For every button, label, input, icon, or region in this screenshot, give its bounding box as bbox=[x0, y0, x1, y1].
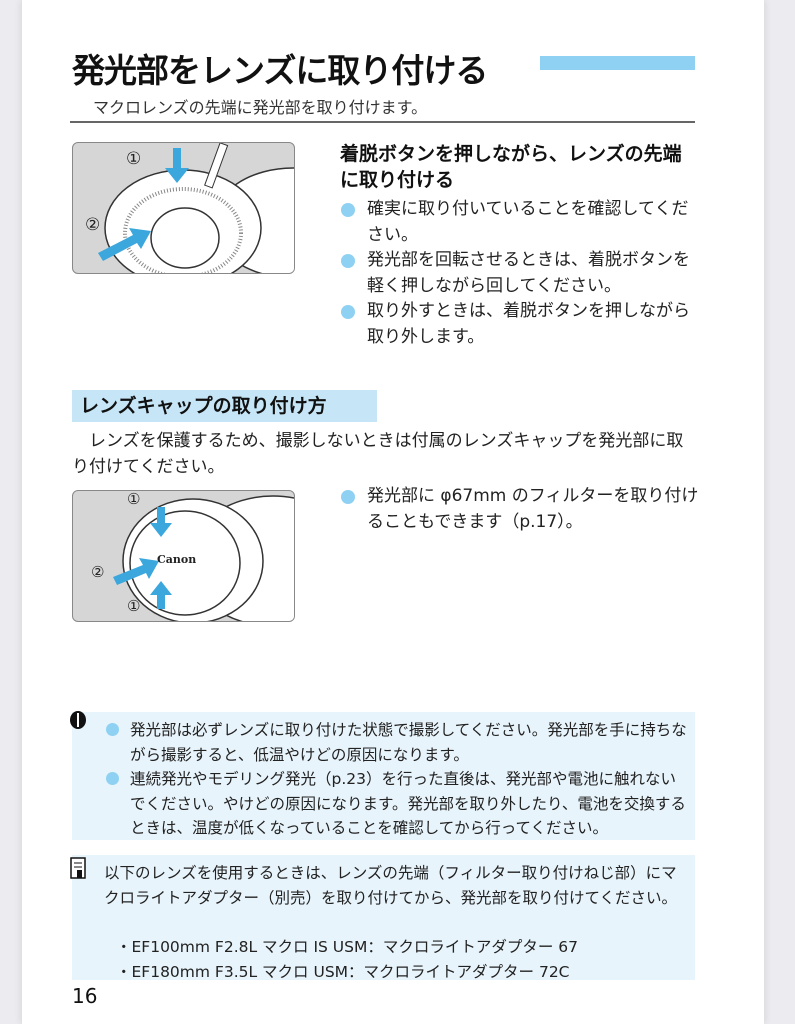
step-bullets: 確実に取り付いていることを確認してください。 発光部を回転させるときは、着脱ボタ… bbox=[340, 197, 700, 350]
caution-item: 発光部は必ずレンズに取り付けた状態で撮影してください。発光部を手に持ちながら撮影… bbox=[104, 718, 689, 767]
note-text: 以下のレンズを使用するときは、レンズの先端（フィルター取り付けねじ部）にマクロラ… bbox=[104, 864, 678, 907]
title-accent-bar bbox=[540, 56, 695, 70]
note-box: 以下のレンズを使用するときは、レンズの先端（フィルター取り付けねじ部）にマクロラ… bbox=[70, 855, 695, 981]
step-label-2: ② bbox=[85, 215, 101, 235]
caution-icon bbox=[70, 711, 86, 729]
illustration-lens-cap: ① ② ① Canon bbox=[72, 490, 295, 622]
caution-box: 発光部は必ずレンズに取り付けた状態で撮影してください。発光部を手に持ちながら撮影… bbox=[70, 711, 695, 841]
step-label-1b: ① bbox=[127, 597, 141, 615]
section-paragraph: レンズを保護するため、撮影しないときは付属のレンズキャップを発光部に取り付けてく… bbox=[72, 431, 684, 477]
step-label-2: ② bbox=[91, 563, 105, 581]
bullet-item: 取り外すときは、着脱ボタンを押しながら取り外します。 bbox=[340, 299, 700, 350]
note-item: ・EF180mm F3.5L マクロ USM：マクロライトアダプター 72C bbox=[116, 962, 570, 981]
note-item: ・EF100mm F2.8L マクロ IS USM：マクロライトアダプター 67 bbox=[116, 938, 579, 956]
canon-logo: Canon bbox=[157, 553, 197, 566]
step-heading: 着脱ボタンを押しながら、レンズの先端に取り付ける bbox=[340, 143, 682, 191]
bullet-item: 確実に取り付いていることを確認してください。 bbox=[340, 197, 700, 248]
bullet-item: 発光部に φ67mm のフィルターを取り付けることもできます（p.17）。 bbox=[340, 484, 700, 535]
page-number: 16 bbox=[72, 984, 98, 1008]
page-title: 発光部をレンズに取り付ける bbox=[72, 51, 488, 90]
section-heading: レンズキャップの取り付け方 bbox=[72, 390, 377, 422]
divider bbox=[70, 121, 695, 123]
lens-cap-illustration bbox=[113, 495, 294, 621]
bullet-item: 発光部を回転させるときは、着脱ボタンを軽く押しながら回してください。 bbox=[340, 248, 700, 299]
step-label-1: ① bbox=[127, 490, 141, 508]
caution-item: 連続発光やモデリング発光（p.23）を行った直後は、発光部や電池に触れないでくだ… bbox=[104, 767, 689, 841]
lens-illustration bbox=[98, 143, 294, 273]
section-bullets: 発光部に φ67mm のフィルターを取り付けることもできます（p.17）。 bbox=[340, 484, 700, 535]
page-subtitle: マクロレンズの先端に発光部を取り付けます。 bbox=[93, 98, 428, 117]
step-label-1: ① bbox=[126, 149, 142, 169]
illustration-attach-flash: ① ② bbox=[72, 142, 295, 274]
memo-icon bbox=[70, 857, 86, 879]
